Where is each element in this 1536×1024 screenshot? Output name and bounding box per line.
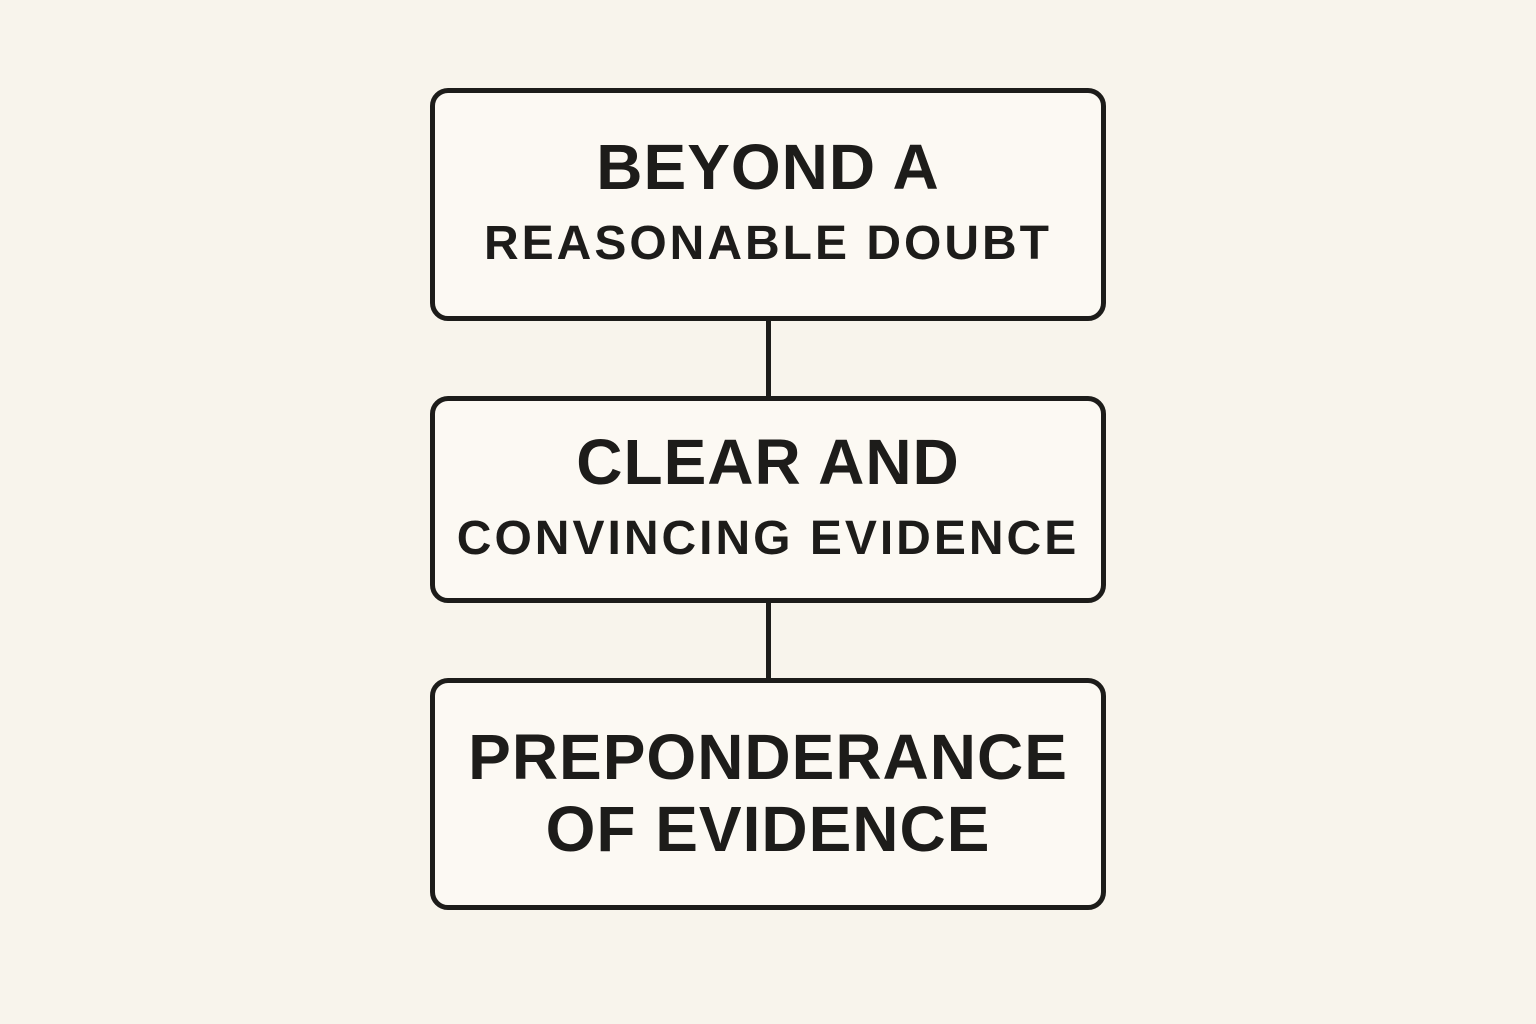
box-text-line: BEYOND A bbox=[596, 130, 940, 203]
connector-line bbox=[765, 603, 771, 678]
box-text-line: PREPONDERANCE bbox=[468, 721, 1068, 794]
box-text-line: CONVINCING EVIDENCE bbox=[456, 512, 1080, 566]
box-text-line: CLEAR AND bbox=[576, 425, 960, 498]
flow-box-clear-and-convincing-evidence: CLEAR AND CONVINCING EVIDENCE bbox=[430, 396, 1106, 603]
box-text-line: REASONABLE DOUBT bbox=[483, 217, 1052, 271]
flow-box-beyond-a-reasonable-doubt: BEYOND A REASONABLE DOUBT bbox=[430, 88, 1106, 321]
box-text-line: OF EVIDENCE bbox=[545, 793, 991, 865]
flow-box-preponderance-of-evidence: PREPONDERANCE OF EVIDENCE bbox=[430, 678, 1106, 910]
connector-line bbox=[765, 321, 771, 396]
